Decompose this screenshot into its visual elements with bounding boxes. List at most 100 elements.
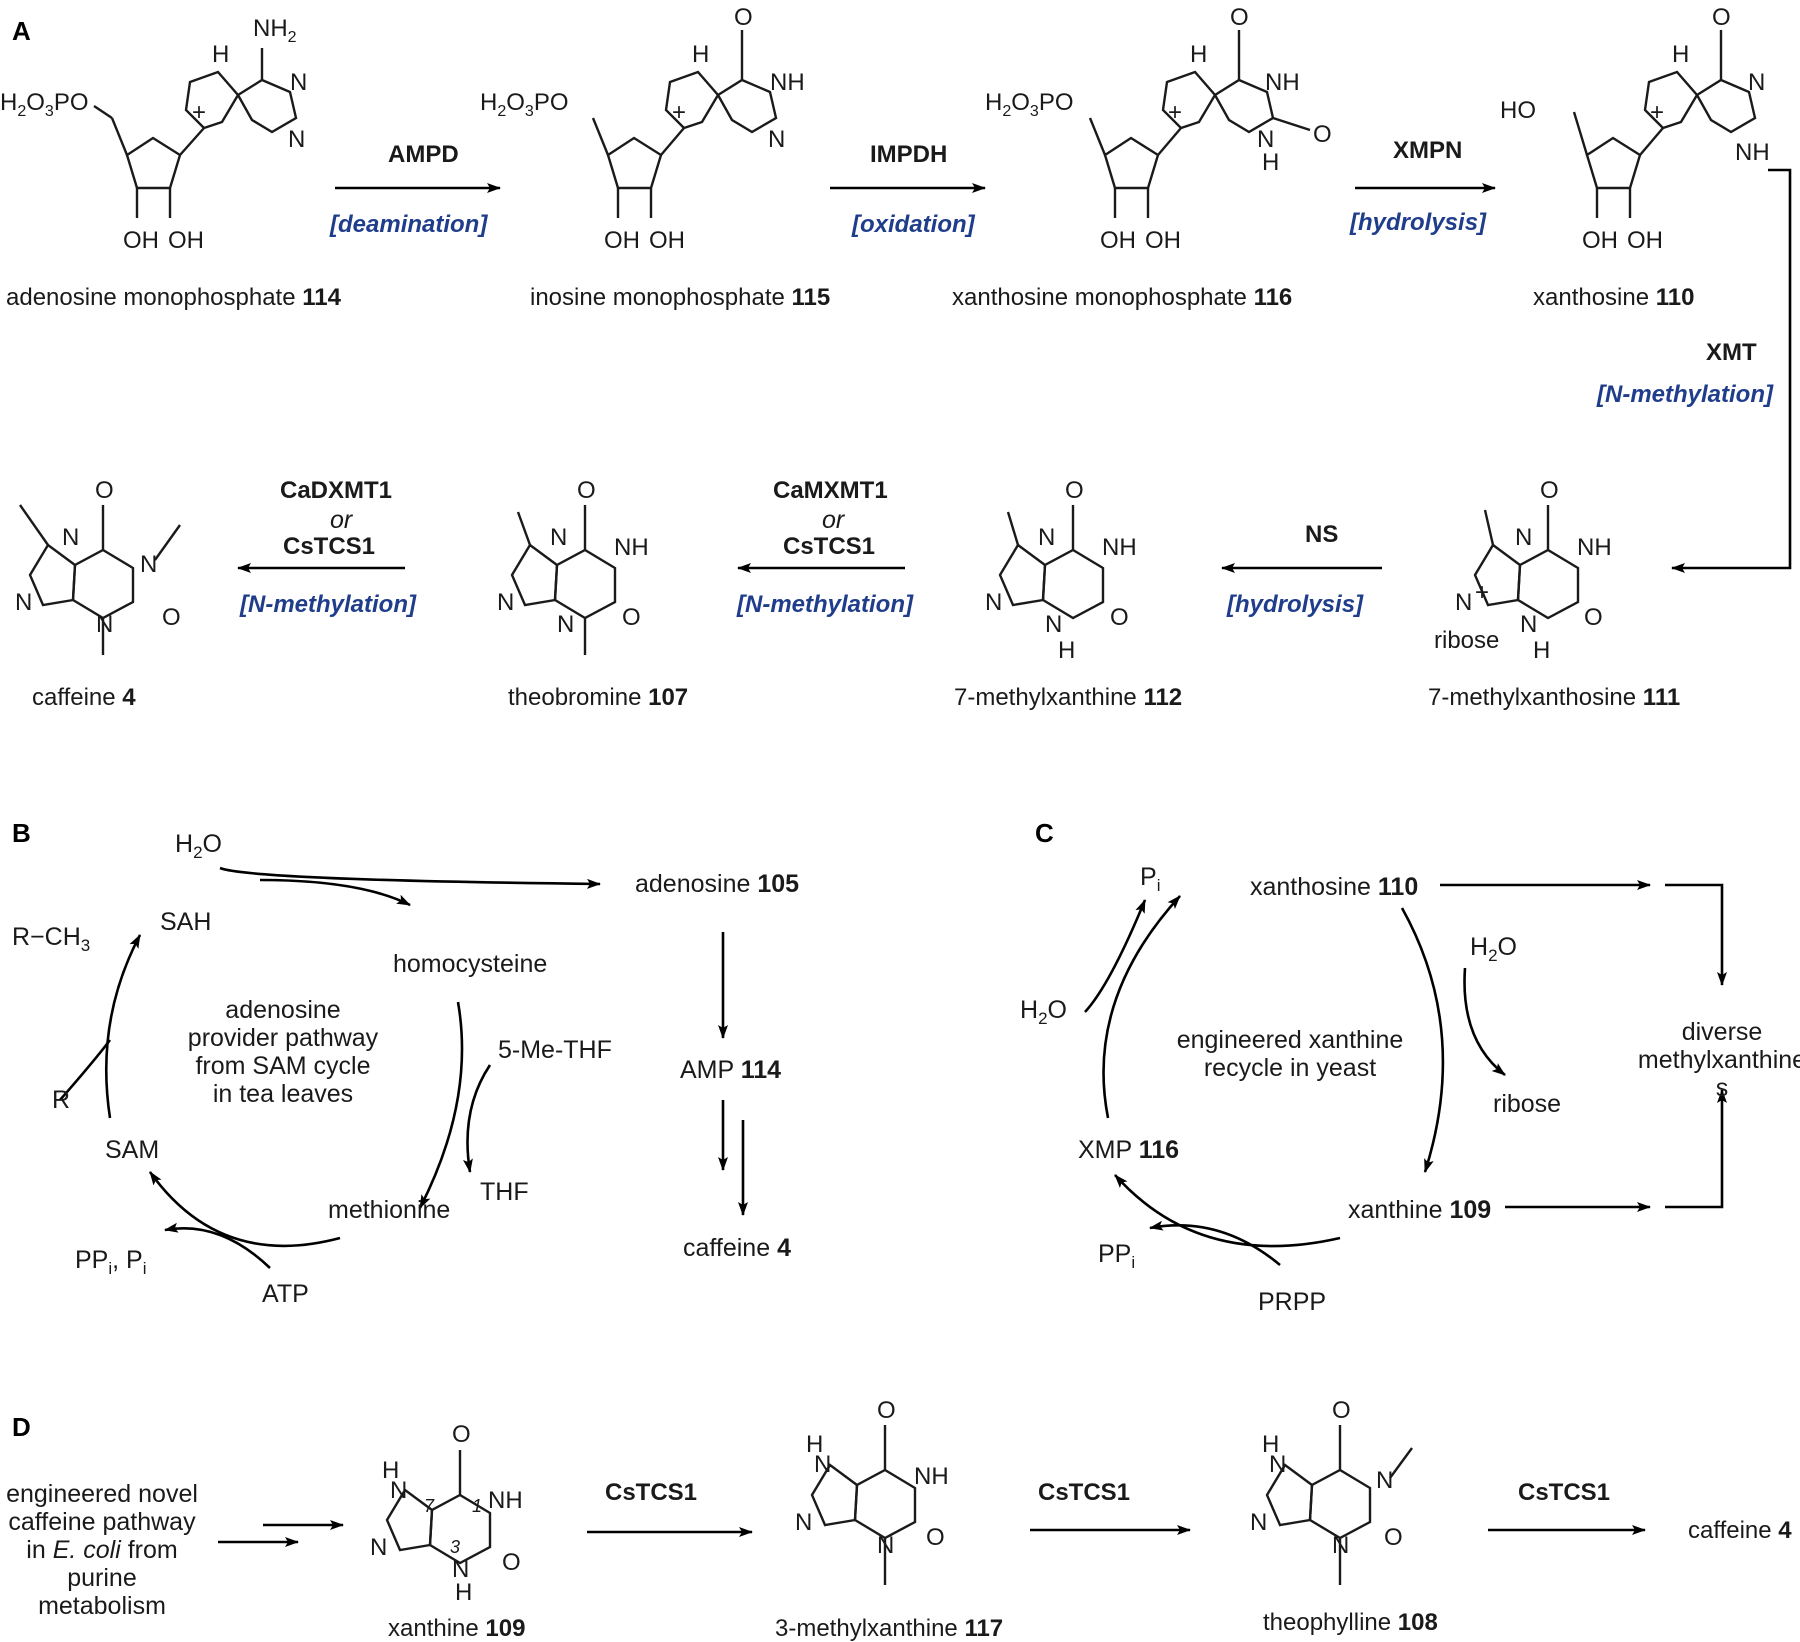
b-atp: ATP	[262, 1280, 309, 1308]
xmp-n: N	[1257, 126, 1274, 153]
panel-b-label: B	[12, 818, 31, 848]
d3-n9: N	[795, 1509, 812, 1536]
c-ppi: PPi	[1098, 1240, 1135, 1272]
cf-n1: N	[140, 551, 157, 578]
panel-a-label: A	[12, 16, 31, 46]
d3-o2: O	[926, 1524, 945, 1551]
imp-structure: H2O3PO OH OH O H + NH N	[480, 4, 805, 254]
b-adenosine: adenosine 105	[635, 870, 799, 898]
dt-n7: N	[1269, 1451, 1286, 1478]
amp-structure: H2O3PO OH OH NH2 H + N N	[0, 15, 307, 254]
mxs-n3: N	[1520, 611, 1537, 638]
dx-h3: H	[455, 1579, 472, 1606]
xanthosine-ho: HO	[1500, 97, 1536, 124]
xanthosine-plus: +	[1650, 99, 1664, 126]
dx-nh1: NH	[488, 1487, 523, 1514]
b-arrow-thf	[462, 1064, 492, 1173]
xmp-oh-2: OH	[1145, 227, 1181, 254]
enzyme-camxmt1: CaMXMT1	[773, 477, 888, 504]
d3-n7: N	[814, 1451, 831, 1478]
or-1: or	[822, 506, 846, 534]
cf-o2: O	[162, 604, 181, 631]
d-desc-4: purine	[67, 1564, 137, 1592]
c-prpp: PRPP	[1258, 1288, 1326, 1316]
imp-oh-2: OH	[649, 227, 685, 254]
c-arrow-to-diverse-top	[1665, 883, 1727, 986]
xmp-oh-1: OH	[1100, 227, 1136, 254]
methylxanthosine-structure: O NH O N N N H + ribose	[1434, 477, 1612, 664]
cmp-112-label: 7-methylxanthine 112	[954, 684, 1182, 711]
mxs-plus: +	[1475, 579, 1489, 606]
b-arrow-adenosine	[219, 866, 601, 889]
amp-nh2: NH2	[253, 15, 297, 46]
imp-phosphate: H2O3PO	[480, 89, 569, 120]
c-diverse-3: s	[1716, 1074, 1729, 1102]
amp-oh-1: OH	[123, 227, 159, 254]
xmp-h: H	[1190, 41, 1207, 68]
b-homocysteine: homocysteine	[393, 950, 547, 978]
caffeine-structure: O N O N N N	[15, 477, 181, 655]
d-desc-1: engineered novel	[6, 1480, 198, 1508]
c-center-1: engineered xanthine	[1177, 1026, 1404, 1054]
d-theophylline-structure: O H N N O N N	[1250, 1397, 1413, 1585]
c-center-2: recycle in yeast	[1204, 1054, 1376, 1082]
amp-n3: N	[288, 126, 305, 153]
c-ribose: ribose	[1493, 1090, 1561, 1118]
d-enzyme-2: CsTCS1	[1038, 1479, 1130, 1506]
c-h2o-2: H2O	[1020, 996, 1067, 1028]
cmp-110-label: xanthosine 110	[1533, 284, 1694, 311]
b-center-2: provider pathway	[188, 1024, 379, 1052]
mx-h: H	[1058, 637, 1075, 664]
cf-n3: N	[96, 611, 113, 638]
imp-oh-1: OH	[604, 227, 640, 254]
d-desc-5: metabolism	[38, 1592, 166, 1620]
b-methionine: methionine	[328, 1196, 450, 1224]
cf-n9: N	[15, 589, 32, 616]
c-arrow-xmp-xanthosine	[1102, 895, 1181, 1119]
d-3mx-structure: O H N NH O N N	[795, 1397, 949, 1585]
d-enzyme-1: CsTCS1	[605, 1479, 697, 1506]
cmp-116-label: xanthosine monophosphate 116	[952, 284, 1292, 311]
d-cmp-109: xanthine 109	[388, 1615, 525, 1642]
enzyme-ampd: AMPD	[388, 141, 459, 168]
d3-nh: NH	[914, 1463, 949, 1490]
enzyme-cstcs1-a: CsTCS1	[783, 533, 875, 560]
dx-n9: N	[370, 1534, 387, 1561]
xmp-plus: +	[1168, 99, 1182, 126]
imp-nh: NH	[770, 69, 805, 96]
enzyme-cstcs1-b: CsTCS1	[283, 533, 375, 560]
imp-h: H	[692, 41, 709, 68]
b-5methf: 5-Me-THF	[498, 1036, 612, 1064]
xanthosine-structure: HO OH OH O H + N NH	[1500, 4, 1770, 254]
reaction-hydrolysis-2: [hydrolysis]	[1226, 591, 1364, 618]
mx-n3: N	[1045, 611, 1062, 638]
mx-o1: O	[1065, 477, 1084, 504]
dx-ring-3: 3	[450, 1537, 460, 1557]
c-arrow-xanthine-xmp	[1114, 1174, 1341, 1248]
xmp-phosphate: H2O3PO	[985, 89, 1074, 120]
dx-h7: H	[382, 1457, 399, 1484]
reaction-oxidation: [oxidation]	[851, 211, 976, 238]
xmp-structure: H2O3PO OH OH O O H + NH N H	[985, 4, 1332, 254]
cf-o1: O	[95, 477, 114, 504]
b-arrow-ppi	[164, 1222, 271, 1269]
mxs-o2: O	[1584, 604, 1603, 631]
dt-n1: N	[1376, 1467, 1393, 1494]
c-arrow-ribose	[1463, 967, 1506, 1077]
dx-ring-7: 7	[424, 1496, 435, 1516]
d-desc-2: caffeine pathway	[8, 1508, 196, 1536]
tb-n9: N	[497, 589, 514, 616]
amp-h: H	[212, 41, 229, 68]
dx-o1: O	[452, 1421, 471, 1448]
dt-n9: N	[1250, 1509, 1267, 1536]
tb-n3: N	[557, 611, 574, 638]
c-pi: Pi	[1140, 863, 1160, 895]
d-cmp-4: caffeine 4	[1688, 1517, 1792, 1544]
tb-n7: N	[550, 524, 567, 551]
b-sah: SAH	[160, 908, 211, 936]
c-diverse-1: diverse	[1682, 1018, 1763, 1046]
xanthosine-n: N	[1748, 69, 1765, 96]
theobromine-structure: O NH O N N N	[497, 477, 649, 655]
b-center-1: adenosine	[225, 996, 340, 1024]
